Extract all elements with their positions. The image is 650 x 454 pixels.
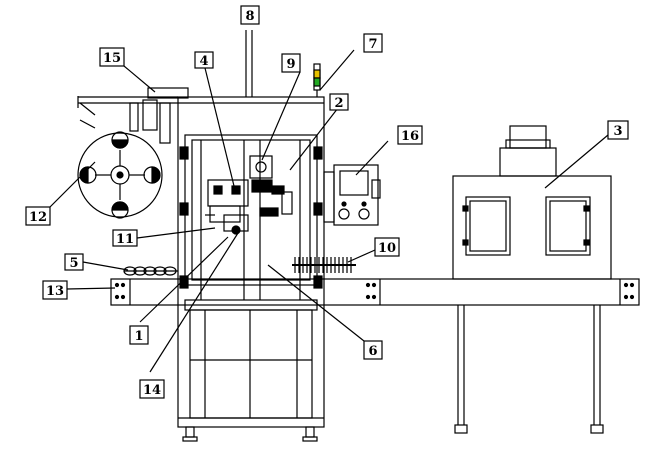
center-column [245,30,253,97]
label-12: 12 [29,210,47,225]
conveyor [110,278,640,306]
label-7: 7 [368,37,377,52]
label-2: 2 [334,96,343,111]
brush [292,257,356,273]
label-5: 5 [69,256,78,271]
label-14: 14 [143,383,161,398]
control-panel [323,164,381,226]
frame-clamps [179,146,323,289]
labels: 8 4 9 7 2 3 15 16 12 11 5 10 13 1 6 14 [29,9,623,398]
label-15: 15 [103,51,121,66]
label-8: 8 [245,9,254,24]
conveyor-bolts [114,282,635,300]
label-1: 1 [134,329,143,344]
tunnel-hinges [462,205,590,246]
film-roll [77,131,163,219]
label-11: 11 [116,232,134,247]
label-10: 10 [378,241,396,256]
label-6: 6 [368,344,377,359]
leader-lines [49,49,609,373]
label-16: 16 [401,129,419,144]
signal-tower [313,63,321,97]
label-9: 9 [286,57,295,72]
screw-feeder [123,266,178,276]
label-3: 3 [613,124,622,139]
shrink-tunnel [452,125,612,434]
label-boxes [25,5,629,399]
label-4: 4 [199,54,208,69]
main-frame [177,96,325,442]
cutting-mechanism [205,155,293,235]
label-13: 13 [46,284,64,299]
top-beam [77,87,189,144]
